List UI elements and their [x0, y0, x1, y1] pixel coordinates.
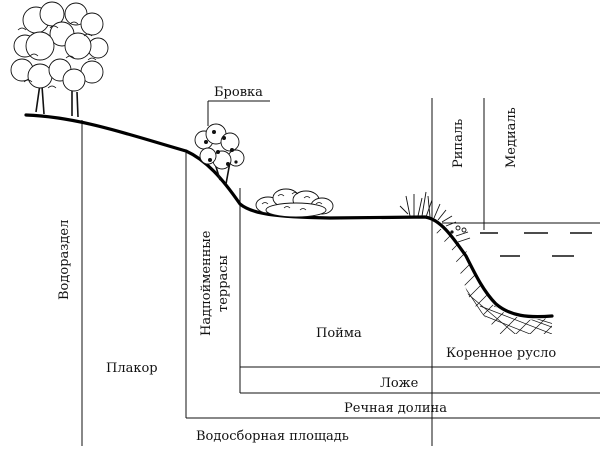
- label-terrasy: террасы: [216, 255, 231, 312]
- label-plakor: Плакор: [106, 361, 158, 376]
- label-nadpoymennye: Надпойменные: [199, 230, 214, 336]
- water-surface: [480, 233, 592, 256]
- label-poyma: Пойма: [316, 326, 362, 341]
- bush-icon: [256, 189, 333, 217]
- tree-icon: [11, 2, 108, 117]
- label-brovka: Бровка: [214, 85, 263, 100]
- label-rechnaya-dolina: Речная долина: [344, 401, 447, 416]
- label-ripal: Рипаль: [451, 119, 466, 168]
- label-medial: Медиаль: [504, 107, 519, 168]
- label-vodosbornaya-ploshchad: Водосборная площадь: [196, 429, 349, 444]
- label-korennoe-ruslo: Коренное русло: [446, 346, 556, 361]
- frame-lines: [82, 98, 600, 446]
- label-vodorazdel: Водораздел: [57, 220, 72, 300]
- label-lozhe: Ложе: [380, 376, 419, 391]
- riverbed-hatching: [430, 200, 600, 340]
